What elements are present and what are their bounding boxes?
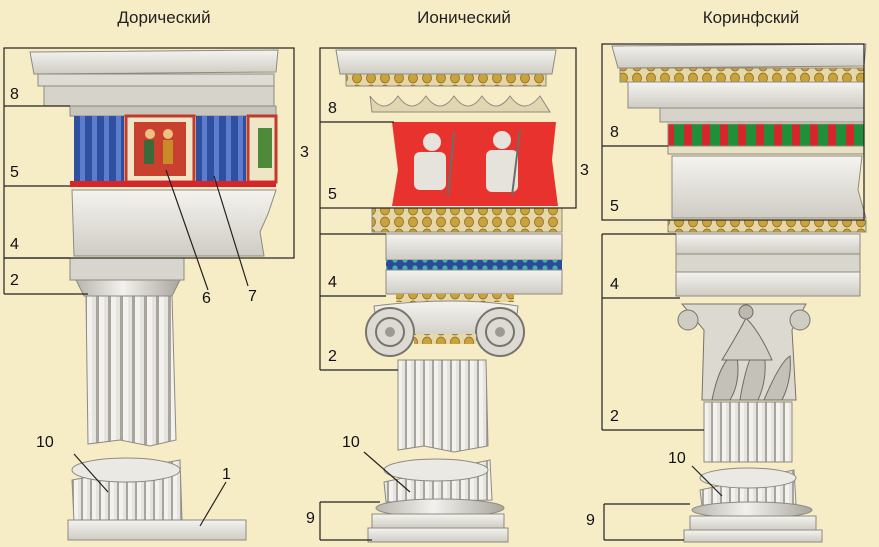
ionic-dentil-band xyxy=(369,95,551,113)
ionic-volute-capital xyxy=(365,300,525,357)
ionic-label-5: 5 xyxy=(328,186,337,203)
ionic-label-9: 9 xyxy=(306,510,315,527)
doric-label-10: 10 xyxy=(36,434,54,451)
corinthian-label-4: 4 xyxy=(610,276,619,293)
ionic-label-2: 2 xyxy=(328,348,337,365)
doric-frieze xyxy=(70,114,278,187)
corinthian-label-10: 10 xyxy=(668,450,686,467)
corinthian-architrave xyxy=(675,233,861,255)
corinthian-label-2: 2 xyxy=(610,408,619,425)
ionic-label-4: 4 xyxy=(328,274,337,291)
doric-label-4: 4 xyxy=(10,236,19,253)
title-ionic: Ионический xyxy=(417,8,511,27)
doric-label-5: 5 xyxy=(10,164,19,181)
doric-order xyxy=(29,49,279,541)
doric-label-6: 6 xyxy=(202,290,211,307)
corinthian-cornice xyxy=(611,43,867,69)
annotation-lines xyxy=(3,43,865,541)
doric-cornice xyxy=(29,49,279,75)
corinthian-frieze xyxy=(671,155,867,219)
title-corinthian: Коринфский xyxy=(702,8,800,27)
corinthian-shaft xyxy=(703,401,793,463)
ionic-cornice xyxy=(335,49,557,75)
ionic-architrave xyxy=(385,233,563,261)
title-doric: Дорический xyxy=(117,8,211,27)
doric-stylobate xyxy=(67,519,247,541)
doric-label-3: 3 xyxy=(300,144,309,161)
corinthian-order xyxy=(611,43,867,543)
corinthian-label-9: 9 xyxy=(586,512,595,529)
corinthian-label-8: 8 xyxy=(610,124,619,141)
doric-shaft xyxy=(85,295,177,447)
doric-label-8: 8 xyxy=(10,86,19,103)
doric-label-7: 7 xyxy=(248,288,257,305)
ionic-order xyxy=(335,49,563,543)
corinthian-dentils xyxy=(667,123,865,147)
corinthian-label-5: 5 xyxy=(610,198,619,215)
doric-echinus xyxy=(75,279,181,297)
ionic-label-8: 8 xyxy=(328,100,337,117)
corinthian-acanthus-capital xyxy=(677,303,811,401)
ionic-label-10: 10 xyxy=(342,434,360,451)
doric-cornice-band xyxy=(37,73,275,87)
doric-architrave xyxy=(71,189,277,257)
ionic-frieze xyxy=(392,122,558,206)
ionic-label-3: 3 xyxy=(580,162,589,179)
doric-label-1: 1 xyxy=(222,466,231,483)
ionic-shaft xyxy=(397,359,489,453)
doric-label-2: 2 xyxy=(10,272,19,289)
doric-abacus xyxy=(69,257,185,281)
